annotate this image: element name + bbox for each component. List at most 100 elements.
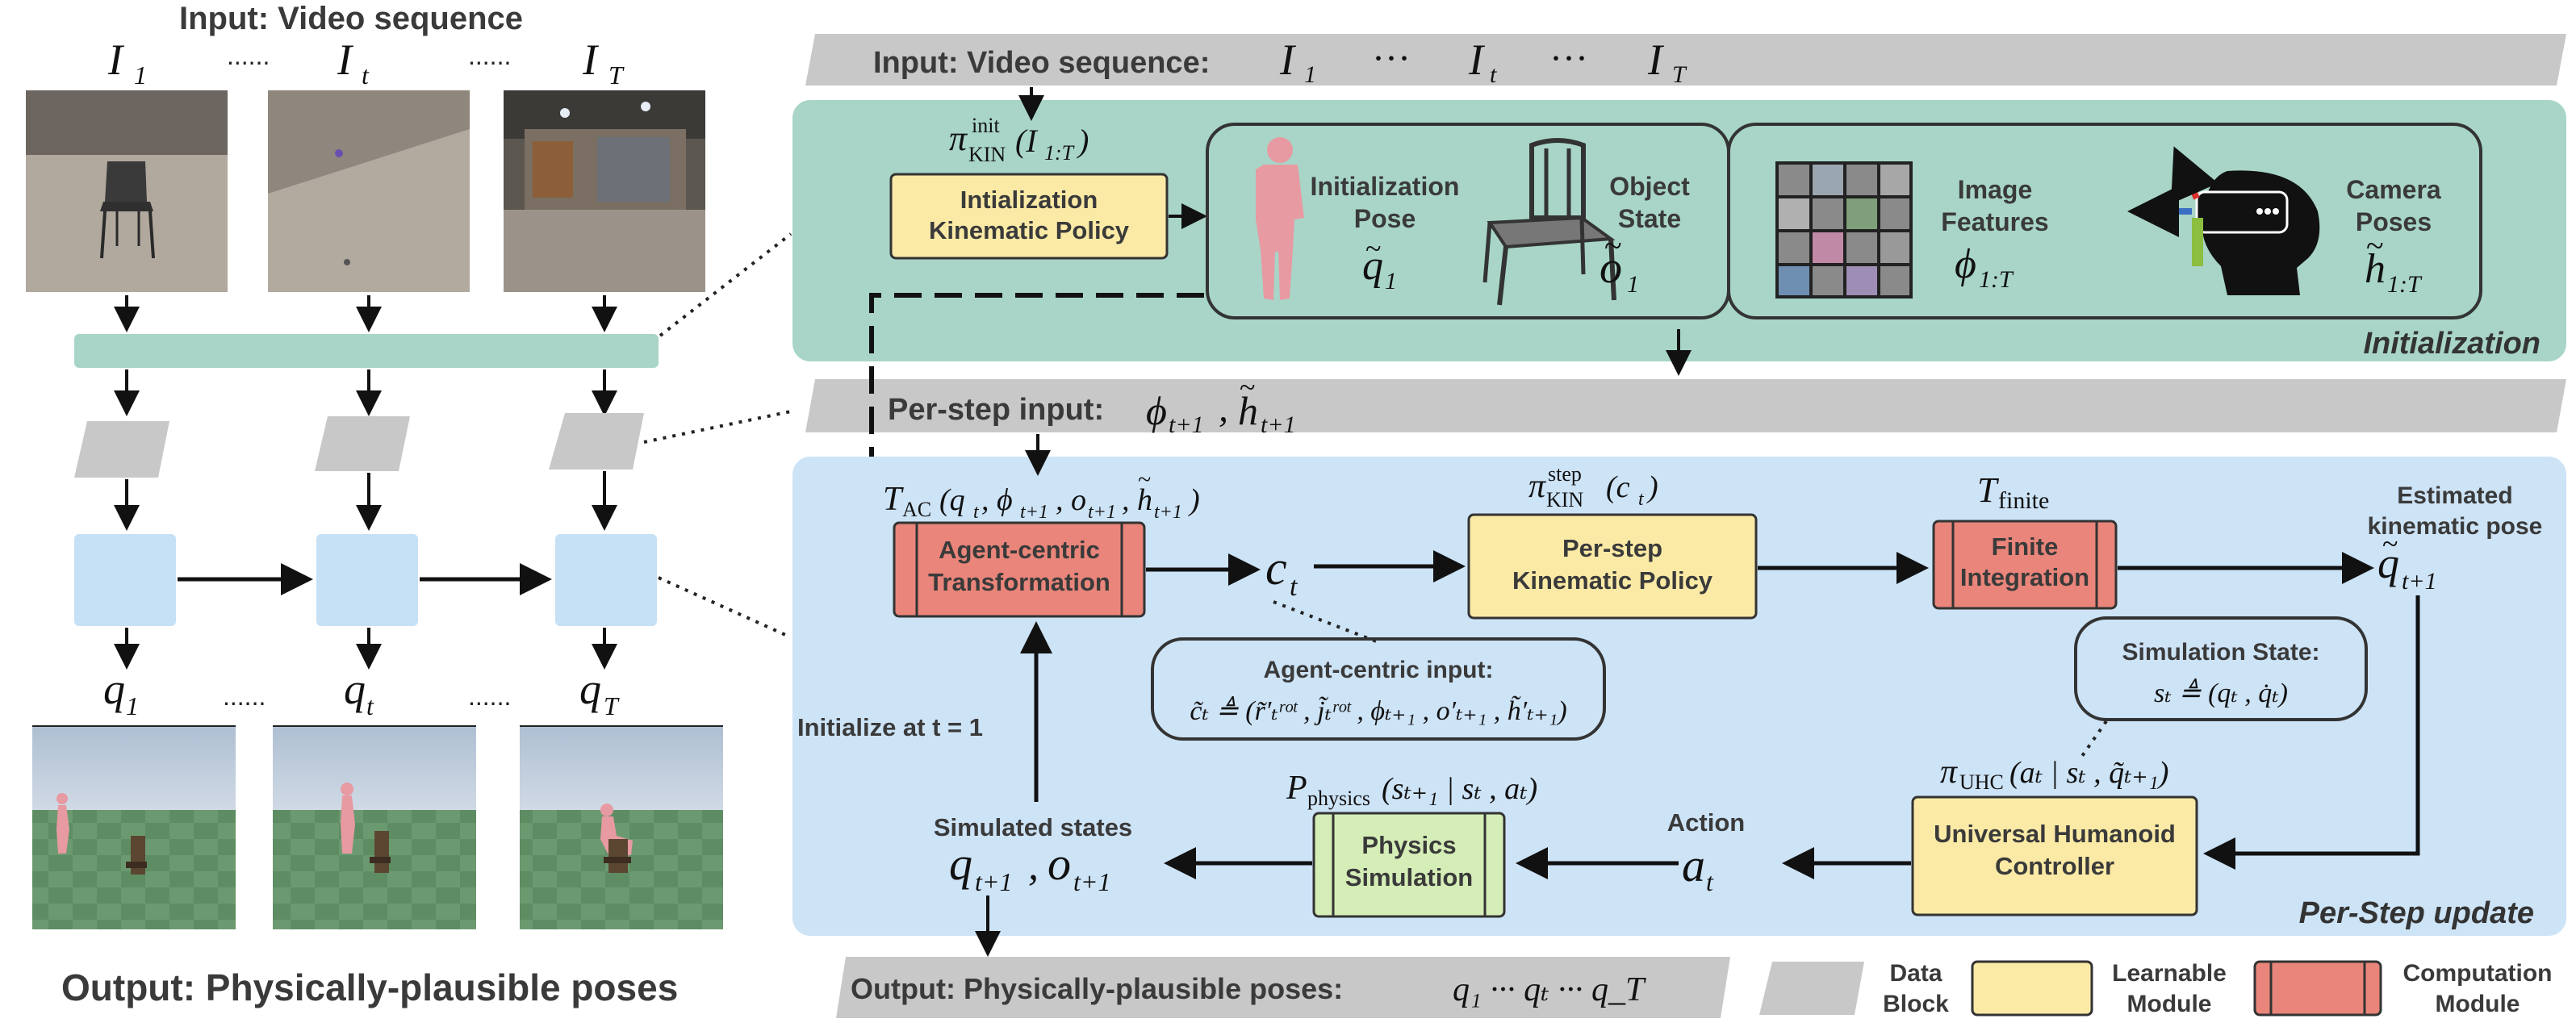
initialization-stage-label: Initialization xyxy=(2363,327,2540,361)
svg-text:~: ~ xyxy=(1365,232,1381,265)
svg-text:T: T xyxy=(1672,61,1687,88)
svg-text:Integration: Integration xyxy=(1960,563,2089,591)
finite-integration-box: Finite Integration xyxy=(1932,520,2118,610)
svg-text:(c: (c xyxy=(1606,470,1630,504)
svg-text:~: ~ xyxy=(2366,228,2384,264)
kin-policy-math-label: π step KIN (c t ) xyxy=(1528,462,1658,511)
uhc-math-label: π UHC (aₜ | sₜ , q̃ₜ₊₁) xyxy=(1940,754,2168,794)
svg-text:t+1: t+1 xyxy=(1088,502,1116,523)
camera-pose-head-icon xyxy=(2127,146,2320,295)
init-policy-label: π init KIN (I 1:T ) xyxy=(949,114,1089,166)
svg-text:I: I xyxy=(582,35,600,84)
svg-text:Module: Module xyxy=(2127,991,2212,1017)
chair-icon xyxy=(1482,138,1616,306)
svg-text:Kinematic Policy: Kinematic Policy xyxy=(1512,566,1713,595)
svg-text:1:T: 1:T xyxy=(1979,266,2014,293)
per-step-panel: Per-Step update T AC (q t , ϕ t+1 , o t+… xyxy=(792,434,2566,957)
svg-text:): ) xyxy=(1188,483,1200,517)
svg-text:): ) xyxy=(1077,123,1089,159)
initialize-dashed-path xyxy=(869,293,1204,878)
svg-text:Features: Features xyxy=(1941,207,2048,236)
svg-text:Pose: Pose xyxy=(1354,204,1416,233)
svg-text:(aₜ | sₜ , q̃ₜ₊₁): (aₜ | sₜ , q̃ₜ₊₁) xyxy=(2009,756,2168,790)
frame-label-t: I t xyxy=(337,35,370,90)
initialization-panel: Initialization π init KIN (I 1:T ) Intia… xyxy=(792,87,2566,361)
svg-text:Learnable: Learnable xyxy=(2112,960,2227,987)
physics-math-label: P physics (sₜ₊₁ | sₜ , aₜ) xyxy=(1286,770,1537,810)
finite-math-label: T finite xyxy=(1977,470,2049,514)
universal-humanoid-controller-box xyxy=(1911,795,2198,916)
left-input-title: Input: Video sequence xyxy=(179,1,523,36)
video-frame-t xyxy=(268,90,470,292)
human-figure-icon xyxy=(1256,137,1304,300)
svg-text:(q: (q xyxy=(939,483,965,517)
svg-text:Agent-centric: Agent-centric xyxy=(939,536,1100,564)
agent-centric-input-bubble xyxy=(1151,637,1606,741)
agent-centric-transformation-box: Agent-centric Transformation xyxy=(893,521,1146,618)
svg-text:Per-step: Per-step xyxy=(1562,534,1662,562)
svg-text:1: 1 xyxy=(1385,268,1397,294)
svg-text:Input: Video sequence:: Input: Video sequence: xyxy=(873,46,1210,80)
output-label-t: q t xyxy=(344,665,374,720)
per-step-input-bar: Per-step input: ϕ t+1 , ~ h t+1 xyxy=(805,371,2566,438)
output-bar: Output: Physically-plausible poses: q₁ ·… xyxy=(836,957,1730,1018)
video-frame-1 xyxy=(26,90,228,292)
per-step-stage-label: Per-Step update xyxy=(2299,896,2534,930)
svg-text:t+1: t+1 xyxy=(1154,502,1182,523)
svg-text:t: t xyxy=(1490,61,1497,88)
svg-text:State: State xyxy=(1618,204,1681,233)
svg-text:(sₜ₊₁ | sₜ , aₜ): (sₜ₊₁ | sₜ , aₜ) xyxy=(1382,772,1537,806)
svg-text:t+1: t+1 xyxy=(1261,411,1296,438)
output-label-T: q T xyxy=(579,665,620,720)
svg-text:Simulated states: Simulated states xyxy=(934,813,1132,841)
input-bar: Input: Video sequence: I 1 ··· I t ··· I… xyxy=(805,34,2566,88)
o-t1-var: o xyxy=(1048,837,1071,890)
per-step-kinematic-policy-box xyxy=(1467,513,1758,620)
svg-text:): ) xyxy=(1646,470,1658,504)
svg-text:t+1: t+1 xyxy=(1169,411,1204,438)
svg-text:Simulation: Simulation xyxy=(1345,863,1473,891)
left-panel: Input: Video sequence I 1 ...... I t ...… xyxy=(26,1,723,1008)
agent-centric-math-label: T AC (q t , ϕ t+1 , o t+1 ~ , h t+1 ) xyxy=(883,466,1200,523)
svg-text:h: h xyxy=(2365,246,2386,292)
output-dots-1: ...... xyxy=(223,682,266,711)
c-t-var: c xyxy=(1265,541,1287,595)
svg-text:UHC: UHC xyxy=(1959,770,2004,794)
svg-text:T: T xyxy=(883,481,904,518)
q-t1-var: q xyxy=(949,837,972,890)
svg-text:Initialization: Initialization xyxy=(1311,172,1460,201)
svg-text:I: I xyxy=(337,35,354,84)
svg-text:T: T xyxy=(604,691,620,720)
svg-text:···: ··· xyxy=(1549,37,1588,80)
output-label-1: q 1 xyxy=(103,665,139,720)
svg-text:t: t xyxy=(973,502,980,523)
init-kinematic-policy-box xyxy=(889,173,1169,260)
left-data-block-t xyxy=(315,416,410,471)
svg-text:Simulation State:: Simulation State: xyxy=(2122,639,2319,666)
left-output-title: Output: Physically-plausible poses xyxy=(61,966,678,1008)
left-step-block-T xyxy=(555,534,657,626)
svg-text:step: step xyxy=(1548,462,1582,486)
legend-data-block-swatch xyxy=(1759,962,1864,1015)
svg-text:t+1: t+1 xyxy=(1020,502,1048,523)
svg-text:Output: Physically-plausible p: Output: Physically-plausible poses: xyxy=(851,972,1343,1005)
svg-text:physics: physics xyxy=(1307,787,1370,810)
svg-text:init: init xyxy=(972,114,1000,137)
left-step-block-t xyxy=(316,534,418,626)
svg-text:T: T xyxy=(608,61,625,90)
svg-text:Block: Block xyxy=(1883,991,1949,1017)
svg-text:ϕ: ϕ xyxy=(1955,241,1976,287)
svg-text:Controller: Controller xyxy=(1995,852,2114,880)
svg-text:Action: Action xyxy=(1667,808,1745,837)
svg-text:h: h xyxy=(1238,388,1258,433)
svg-text:KIN: KIN xyxy=(968,143,1006,166)
svg-text:Data: Data xyxy=(1889,960,1942,987)
svg-text:π: π xyxy=(1528,468,1546,505)
svg-text:Initialize at t = 1: Initialize at t = 1 xyxy=(797,713,983,741)
svg-text:sₜ ≜ (qₜ , q̇ₜ): sₜ ≜ (qₜ , q̇ₜ) xyxy=(2154,678,2288,708)
sim-frame-t xyxy=(273,725,476,929)
svg-text:π: π xyxy=(949,119,968,158)
svg-text:q: q xyxy=(344,665,366,713)
svg-text:I: I xyxy=(1468,35,1486,84)
svg-text:, o: , o xyxy=(1056,483,1086,517)
